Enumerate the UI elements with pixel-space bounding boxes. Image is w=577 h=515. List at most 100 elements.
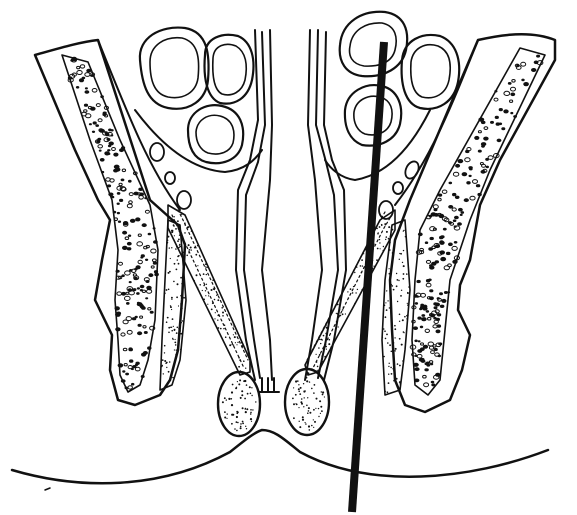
stipple-dot (306, 405, 308, 407)
stipple-dot (494, 98, 498, 101)
stipple-dot (231, 398, 233, 400)
stipple-dot (391, 351, 393, 353)
stipple-dot (191, 231, 192, 232)
stipple-dot (240, 423, 242, 425)
stipple-dot (389, 242, 391, 244)
stipple-dot (306, 377, 308, 379)
stipple-dot (413, 363, 419, 367)
stipple-dot (128, 386, 132, 389)
stipple-dot (178, 247, 179, 248)
stipple-dot (85, 90, 90, 94)
stipple-dot (128, 235, 131, 237)
stipple-dot (352, 292, 354, 294)
stipple-dot (430, 248, 433, 250)
stipple-dot (404, 332, 405, 333)
stipple-dot (232, 414, 234, 416)
stipple-dot (435, 303, 440, 307)
stipple-dot (145, 297, 148, 299)
stipple-dot (313, 427, 314, 428)
stipple-dot (238, 366, 240, 368)
stipple-dot (144, 197, 147, 199)
stipple-dot (252, 409, 253, 410)
stipple-dot (481, 142, 486, 146)
stipple-dot (164, 345, 166, 347)
stipple-dot (137, 303, 141, 306)
stipple-dot (76, 86, 79, 89)
stipple-dot (420, 306, 424, 309)
stipple-dot (138, 324, 142, 327)
stipple-dot (205, 263, 207, 265)
stipple-dot (434, 208, 438, 211)
stipple-dot (383, 328, 385, 330)
vessel-top-left-1 (140, 28, 209, 109)
stipple-dot (433, 317, 436, 320)
stipple-dot (199, 284, 201, 286)
stipple-dot (379, 239, 380, 240)
stipple-dot (122, 370, 125, 372)
stipple-dot (458, 208, 463, 212)
stipple-dot (180, 349, 182, 351)
stipple-dot (125, 237, 129, 240)
stipple-dot (440, 257, 446, 261)
stipple-dot (305, 423, 306, 424)
stipple-dot (389, 363, 390, 364)
stipple-dot (318, 408, 319, 409)
stipple-dot (383, 250, 384, 251)
stipple-dot (397, 301, 398, 302)
stipple-dot (203, 299, 205, 301)
stipple-dot (251, 395, 252, 396)
stipple-dot (418, 340, 421, 342)
stipple-dot (142, 290, 145, 292)
stipple-dot (388, 366, 389, 367)
stipple-dot (304, 397, 305, 398)
stipple-dot (497, 139, 502, 143)
stipple-dot (171, 247, 172, 248)
stipple-dot (181, 283, 182, 284)
stipple-dot (108, 145, 111, 148)
stipple-dot (388, 238, 390, 240)
stipple-dot (384, 305, 386, 307)
stipple-dot (513, 115, 517, 118)
stipple-dot (477, 193, 481, 196)
stipple-dot (342, 313, 344, 315)
stipple-dot (246, 408, 248, 410)
stipple-dot (393, 289, 395, 291)
stipple-dot (403, 273, 405, 275)
stipple-dot (397, 279, 399, 281)
stipple-dot (460, 214, 463, 216)
stipple-dot (177, 240, 179, 242)
stipple-dot (421, 314, 425, 317)
stipple-dot (431, 383, 435, 386)
stipple-dot (478, 131, 481, 133)
stipple-dot (307, 372, 309, 374)
stipple-dot (504, 91, 510, 95)
stipple-dot (309, 381, 310, 382)
stipple-dot (453, 172, 458, 176)
stipple-dot (114, 165, 120, 169)
stipple-dot (233, 344, 234, 345)
stipple-dot (302, 419, 304, 421)
stipple-dot (300, 387, 302, 389)
stipple-dot (415, 302, 418, 305)
stipple-dot (221, 307, 223, 309)
stipple-dot (465, 158, 470, 162)
stipple-dot (386, 309, 388, 311)
stipple-dot (225, 336, 227, 338)
stipple-dot (168, 327, 170, 329)
stipple-dot (121, 333, 125, 336)
stipple-dot (153, 227, 156, 229)
stipple-dot (338, 326, 339, 327)
stipple-dot (236, 416, 238, 418)
stipple-dot (403, 250, 404, 251)
stipple-dot (437, 324, 442, 327)
stipple-dot (385, 391, 386, 392)
stipple-dot (417, 349, 422, 353)
stipple-dot (361, 272, 363, 274)
stipple-dot (251, 387, 252, 388)
stipple-dot (389, 307, 390, 308)
stipple-dot (241, 342, 242, 343)
stipple-dot (448, 264, 452, 267)
stipple-dot (388, 382, 390, 384)
stipple-dot (105, 115, 108, 117)
